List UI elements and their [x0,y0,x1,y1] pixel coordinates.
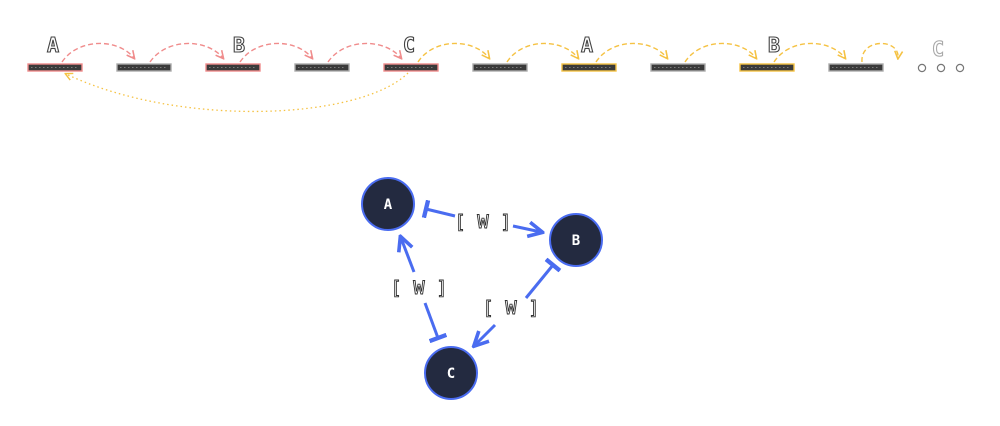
sequence-letters: A B C A B C [46,32,944,61]
sequence-arrow [61,42,134,63]
edge-b-c-tail [475,323,497,345]
edge-label-b-c: [ W ] [482,297,539,319]
sequence-bars [27,63,884,72]
sequence-arrow [149,42,223,63]
sequence-letter: B [768,33,780,57]
node-c-label: C [447,366,455,382]
node-b-circle [549,213,603,267]
ellipsis [917,63,965,73]
sequence-arrow [684,42,756,63]
sequence-letter: C [932,37,944,61]
sequence-arrow [506,42,578,63]
sequence-arrow [239,42,312,63]
sequence-arrow [595,42,667,63]
sequence-arrow [861,42,898,63]
edge-a-b [421,199,456,219]
sequence-arrow [773,42,845,63]
edge-label-c-a: [ W ] [390,277,447,299]
edge-c-a-tail [401,238,416,273]
edge-c-a [423,302,448,344]
sequence-arrow [327,42,401,63]
ellipsis-dot [936,63,946,73]
triangle-nodes: A B C [361,177,603,400]
node-b: B [549,213,603,267]
sequence-letter: A [581,33,593,57]
sequence-arrows [61,42,898,113]
node-a: A [361,177,415,231]
node-c: C [424,346,478,400]
edge-labels: [ W ] [ W ] [ W ] [390,211,540,320]
node-c-circle [424,346,478,400]
ellipsis-dot [917,63,927,73]
sequence-return-arrow [66,72,409,113]
ellipsis-dot [955,63,965,73]
sequence-letter: B [233,33,245,57]
triangle-edges [401,199,562,345]
node-a-circle [361,177,415,231]
node-a-label: A [384,197,393,213]
edge-b-c [524,257,562,299]
sequence-letter: A [47,33,59,57]
sequence-arrow [417,42,489,63]
edge-label-a-b: [ W ] [454,211,511,233]
sequence-letter: C [403,33,415,57]
node-b-label: B [572,233,580,249]
edge-a-b-tail [512,226,541,232]
